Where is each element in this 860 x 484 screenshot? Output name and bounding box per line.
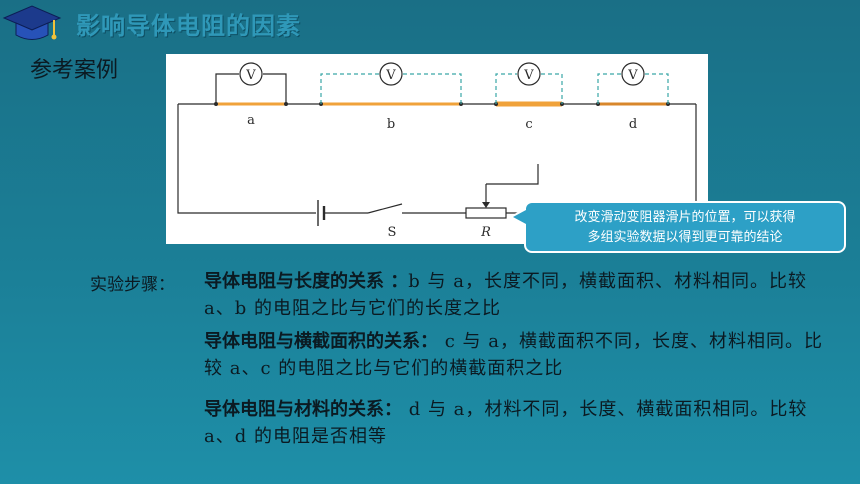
callout-pointer-fill [513,210,526,224]
switch-label: S [388,225,397,240]
step-length: 导体电阻与长度的关系 ：b 与 a，长度不同，横截面积、材料相同。比较 a、b … [204,268,824,322]
wire-label-a: a [247,113,255,128]
section-subtitle: 参考案例 [30,58,119,83]
step-text: d 与 a，材料不同，长度、横截面积相同。比较 a、d 的电阻是否相等 [204,399,808,447]
circuit-wire-left [177,104,316,214]
step-text: c 与 a，横截面积不同，长度、材料相同。比较 a、c 的电阻之比与它们的横截面… [204,331,823,379]
page-title: 影响导体电阻的因素 [76,12,301,40]
rheostat-icon [465,164,539,219]
callout-line-1: 改变滑动变阻器滑片的位置，可以获得 [574,210,796,225]
wire-label-d: d [629,117,637,132]
callout-note: 改变滑动变阻器滑片的位置，可以获得 多组实验数据以得到更可靠的结论 [524,201,846,253]
voltmeter-icon: V [239,62,263,86]
voltmeter-icon: V [379,62,403,86]
battery-icon [316,199,328,227]
callout-line-2: 多组实验数据以得到更可靠的结论 [587,230,783,245]
circuit-wire-right-down [506,104,697,214]
step-heading: 导体电阻与横截面积的关系： [204,331,438,352]
meter-label: V [627,68,638,83]
wire-label-c: c [525,117,532,132]
step-heading: 导体电阻与材料的关系： [204,399,402,420]
meter-label: V [523,68,534,83]
voltmeter-icon: V [621,62,645,86]
step-cross-section: 导体电阻与横截面积的关系： c 与 a，横截面积不同，长度、材料相同。比较 a、… [204,328,824,382]
meter-label: V [245,68,256,83]
step-material: 导体电阻与材料的关系： d 与 a，材料不同，长度、横截面积相同。比较 a、d … [204,396,824,450]
circuit-svg: V V V V a b c d [177,62,697,240]
header: 影响导体电阻的因素 [0,0,860,48]
steps-label: 实验步骤： [90,275,175,295]
voltmeter-icon: V [517,62,541,86]
step-text: b 与 a，长度不同，横截面积、材料相同。比较 a、b 的电阻之比与它们的长度之… [204,271,807,319]
step-heading: 导体电阻与长度的关系 ： [204,271,409,292]
rheostat-label: R [480,225,491,240]
meter-label: V [385,68,396,83]
wire-label-b: b [387,117,395,132]
switch-icon [367,203,466,214]
graduation-cap-icon [2,5,62,40]
